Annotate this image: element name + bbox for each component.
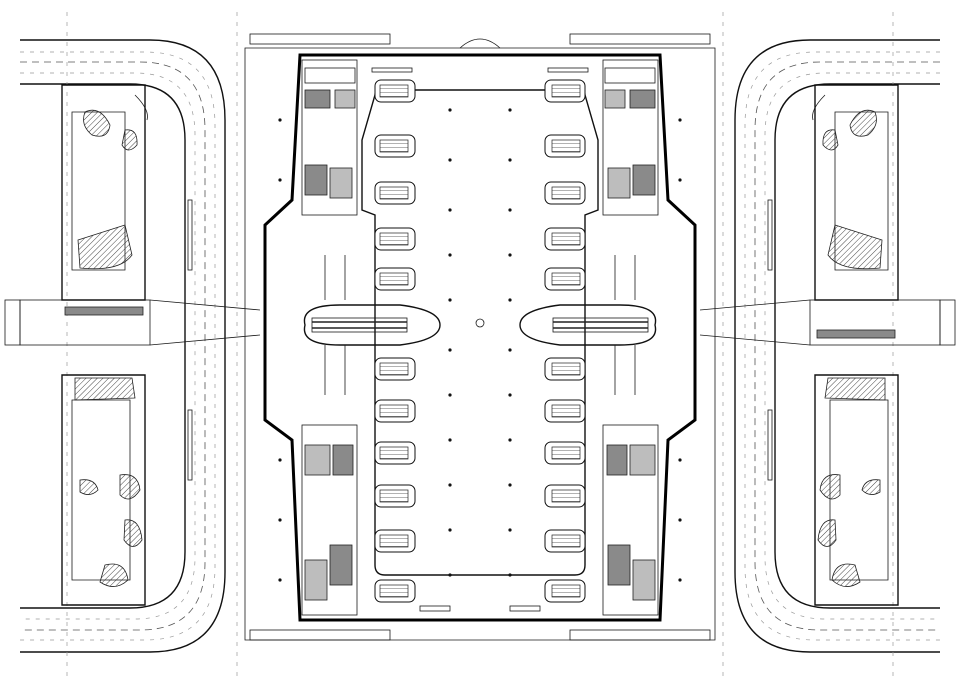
column-dot bbox=[508, 253, 512, 257]
right-platform-south bbox=[814, 374, 899, 606]
escalator-east bbox=[519, 304, 657, 346]
column-dot bbox=[508, 528, 512, 532]
column-dot bbox=[508, 208, 512, 212]
left-roadway bbox=[20, 39, 226, 653]
gate-lines bbox=[324, 67, 636, 612]
column-dot bbox=[508, 158, 512, 162]
column-dot bbox=[448, 208, 452, 212]
kiosks-left bbox=[374, 79, 416, 603]
column-dot bbox=[448, 573, 452, 577]
kiosks-right bbox=[544, 79, 586, 603]
service-block-ne bbox=[602, 59, 659, 216]
service-block-sw bbox=[301, 424, 358, 616]
left-platform-south bbox=[61, 374, 146, 606]
west-connector bbox=[4, 299, 261, 346]
column-dot bbox=[448, 483, 452, 487]
column-dot bbox=[278, 578, 282, 582]
service-block-se bbox=[602, 424, 659, 616]
column-dot bbox=[448, 253, 452, 257]
column-dot bbox=[508, 438, 512, 442]
column-dot bbox=[678, 578, 682, 582]
column-dot bbox=[448, 108, 452, 112]
column-dot bbox=[448, 528, 452, 532]
right-roadway bbox=[734, 39, 940, 653]
columns bbox=[278, 108, 682, 582]
escalator-west bbox=[303, 304, 441, 346]
column-dot bbox=[508, 348, 512, 352]
column-dot bbox=[278, 518, 282, 522]
column-dot bbox=[448, 158, 452, 162]
column-dot bbox=[678, 518, 682, 522]
road-markings bbox=[66, 12, 894, 680]
right-platform-north bbox=[812, 84, 899, 301]
column-dot bbox=[508, 298, 512, 302]
column-dot bbox=[278, 178, 282, 182]
column-dot bbox=[508, 108, 512, 112]
column-dot bbox=[278, 118, 282, 122]
main-hall bbox=[244, 33, 716, 641]
column-dot bbox=[278, 458, 282, 462]
column-dot bbox=[508, 393, 512, 397]
center-column bbox=[475, 318, 485, 328]
column-dot bbox=[508, 483, 512, 487]
east-connector bbox=[699, 299, 956, 346]
column-dot bbox=[448, 298, 452, 302]
left-platform-north bbox=[61, 84, 148, 301]
column-dot bbox=[448, 348, 452, 352]
column-dot bbox=[678, 118, 682, 122]
column-dot bbox=[678, 178, 682, 182]
column-dot bbox=[678, 458, 682, 462]
column-dot bbox=[508, 573, 512, 577]
column-dot bbox=[448, 438, 452, 442]
column-dot bbox=[448, 393, 452, 397]
service-block-nw bbox=[301, 59, 358, 216]
